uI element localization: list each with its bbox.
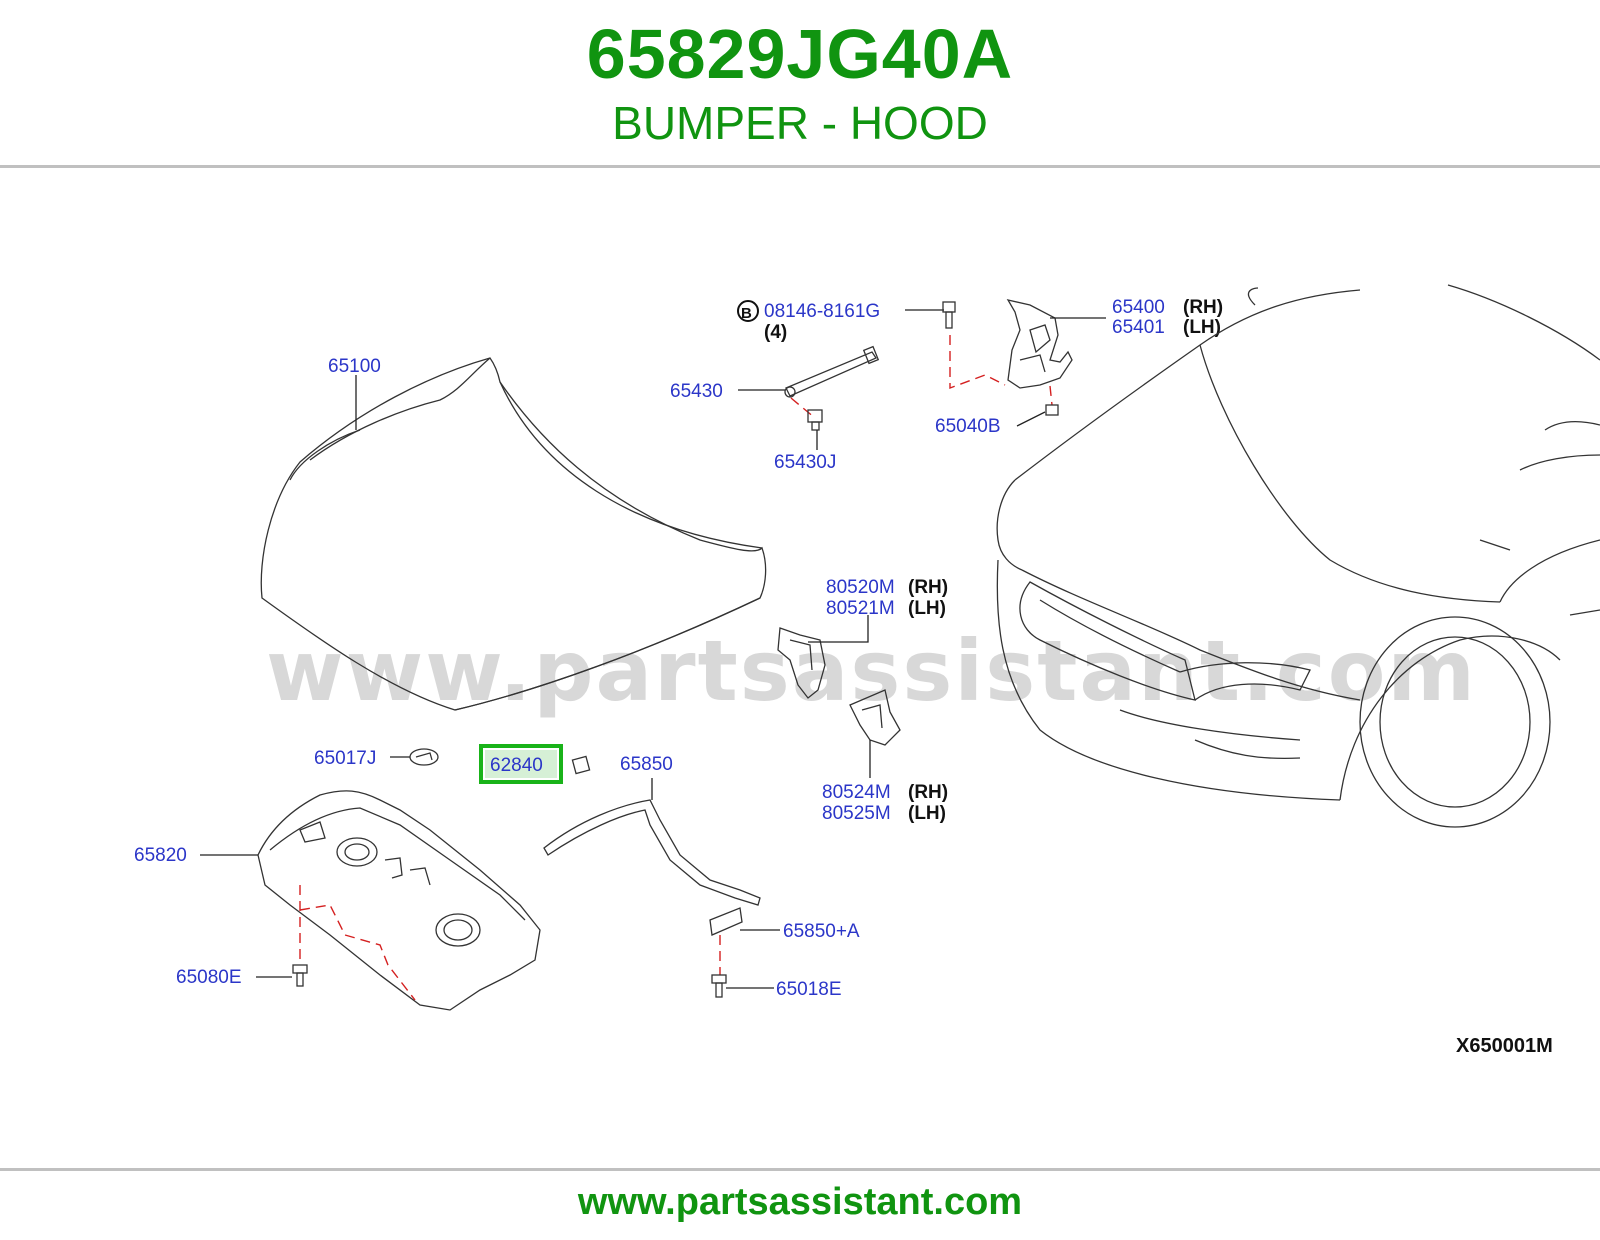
- upper-bracket-rh-side: (RH): [908, 577, 948, 598]
- lower-bracket-lh-label[interactable]: 80525M: [822, 803, 891, 824]
- part-number-title: 65829JG40A: [586, 15, 1014, 93]
- hinge-rh-side: (RH): [1183, 297, 1223, 318]
- upper-bracket-part: [777, 627, 826, 699]
- bolt-qty: (4): [764, 322, 787, 343]
- stay-clip-part: [807, 409, 823, 431]
- bolt-marker-circle: [737, 300, 759, 322]
- upper-bracket-lh-side: (LH): [908, 598, 946, 619]
- category-subtitle: BUMPER - HOOD: [612, 97, 988, 149]
- highlight-box: [479, 744, 563, 784]
- lower-bracket-part: [849, 689, 901, 746]
- diagram-reference: X650001M: [1456, 1035, 1553, 1057]
- upper-bracket-rh-label[interactable]: 80520M: [826, 577, 895, 598]
- bolt-part: [942, 301, 956, 329]
- stay-label[interactable]: 65430: [670, 381, 723, 402]
- hood-label[interactable]: 65100: [328, 356, 381, 377]
- hinge-nut-leader: [1016, 411, 1046, 427]
- highlighted-part-label[interactable]: 62840: [490, 755, 543, 776]
- hood-hinge-part: [1006, 299, 1073, 389]
- stay-clip-label[interactable]: 65430J: [774, 452, 836, 473]
- emblem-part: [409, 748, 439, 766]
- stay-dashline: [790, 397, 816, 419]
- screw-part: [711, 974, 727, 998]
- clip-label[interactable]: 65080E: [176, 967, 242, 988]
- seal-label[interactable]: 65850: [620, 754, 673, 775]
- header-divider: [0, 165, 1600, 168]
- hinge-nut-part: [1045, 404, 1059, 416]
- highlight-fill: [485, 750, 557, 778]
- upper-bracket-lh-label[interactable]: 80521M: [826, 598, 895, 619]
- hinge-dashline: [1049, 385, 1053, 406]
- watermark-text: www.partsassistant.com: [266, 622, 1477, 720]
- lower-bracket-rh-label[interactable]: 80524M: [822, 782, 891, 803]
- emblem-label[interactable]: 65017J: [314, 748, 376, 769]
- hood-stay-part: [784, 345, 880, 398]
- vehicle-outline: [996, 284, 1600, 828]
- hinge-nut-label[interactable]: 65040B: [935, 416, 1001, 437]
- insulator-dashline-2: [299, 904, 416, 1001]
- bolt-marker: B: [741, 305, 752, 322]
- page-header: 65829JG40A BUMPER - HOOD: [0, 0, 1600, 170]
- lower-bracket-lh-side: (LH): [908, 803, 946, 824]
- highlighted-part-shape: [571, 755, 591, 775]
- hood-seal-part: [543, 799, 761, 906]
- hood-part: [260, 357, 767, 711]
- hinge-lh-side: (LH): [1183, 317, 1221, 338]
- upper-bracket-leader: [808, 615, 869, 643]
- bolt-label[interactable]: 08146-8161G: [764, 301, 880, 322]
- screw-label[interactable]: 65018E: [776, 979, 842, 1000]
- bolt-dashline: [949, 335, 1006, 390]
- hinge-rh-label[interactable]: 65400: [1112, 297, 1165, 318]
- seal-bracket-part: [709, 907, 743, 936]
- seal-bracket-label[interactable]: 65850+A: [783, 921, 860, 942]
- clip-part: [292, 964, 308, 987]
- footer-url[interactable]: www.partsassistant.com: [577, 1181, 1023, 1223]
- footer-divider: [0, 1168, 1600, 1171]
- insulator-label[interactable]: 65820: [134, 845, 187, 866]
- lower-bracket-rh-side: (RH): [908, 782, 948, 803]
- hinge-lh-label[interactable]: 65401: [1112, 317, 1165, 338]
- hood-insulator-part: [257, 790, 541, 1011]
